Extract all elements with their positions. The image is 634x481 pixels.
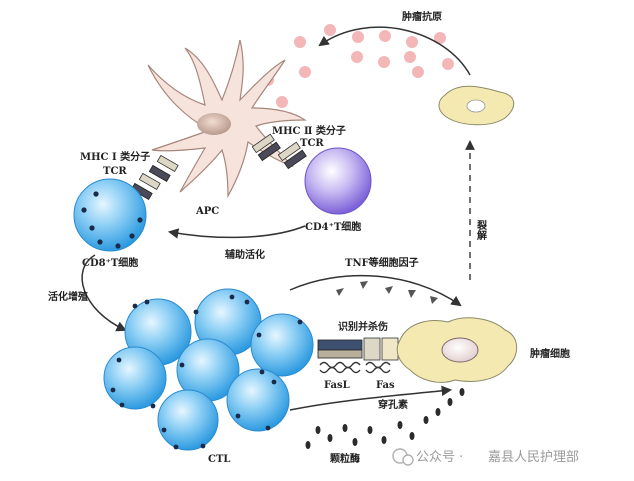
perforin-label: 穿孔素: [378, 398, 408, 411]
tnf-arrow: [289, 274, 462, 307]
watermark-name: 嘉县人民护理部: [488, 450, 579, 465]
apc-label: APC: [195, 206, 219, 217]
tumor-cell-label: 肿瘤细胞: [530, 347, 570, 360]
watermark-prefix: 公众号 ·: [416, 450, 463, 465]
granzyme-label: 颗粒酶: [330, 452, 360, 465]
fasl-fas-complex: [317, 337, 399, 374]
mhc1-label: MHC Ⅰ 类分子: [80, 150, 150, 163]
lysed-tumor-nucleus: [466, 99, 486, 113]
cd4-t-cell: [304, 147, 372, 215]
cd8-label: CD8⁺T细胞: [82, 256, 138, 269]
tumor-nucleus: [441, 337, 479, 363]
fas-label: Fas: [376, 380, 395, 391]
assist-activation-arrow: [167, 225, 306, 239]
tnf-cytokine-markers: [336, 281, 438, 304]
ctl-label: CTL: [208, 454, 230, 465]
proliferation-arrow: [81, 254, 127, 332]
assist-label: 辅助活化: [225, 248, 265, 261]
fasl-label: FasL: [324, 380, 350, 391]
lysis-label: 裂解: [475, 219, 488, 241]
apc-nucleus: [197, 113, 231, 135]
mhc2-tcr-complex: [251, 133, 307, 170]
granzyme-particles: [305, 388, 465, 449]
ctl-cluster: [103, 288, 314, 451]
tnf-label: TNF等细胞因子: [345, 256, 419, 269]
tcr-left-label: TCR: [103, 166, 127, 177]
proliferation-label: 活化增殖: [48, 290, 88, 303]
tumor-antigen-particles: [262, 24, 454, 108]
mhc1-tcr-complex: [130, 154, 179, 201]
tcr-top-label: TCR: [300, 138, 324, 149]
recognize-label: 识别并杀伤: [338, 320, 388, 333]
wechat-watermark: 公众号 · 嘉县人民护理部: [392, 448, 579, 466]
mhc2-label: MHC Ⅱ 类分子: [272, 124, 346, 137]
antigen-release-arrow: [318, 26, 471, 76]
cd4-label: CD4⁺T细胞: [305, 220, 361, 233]
perforin-arrow: [289, 385, 453, 411]
cd8-t-cell: [73, 178, 147, 252]
tumor-antigen-label: 肿瘤抗原: [402, 10, 442, 23]
